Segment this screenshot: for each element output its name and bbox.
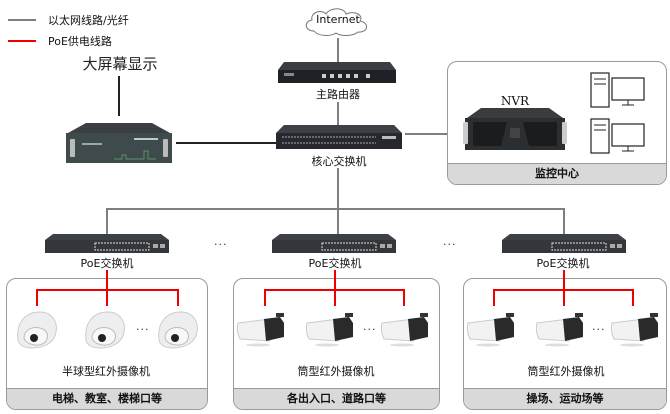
dome-camera-icon <box>85 311 125 349</box>
display-controller-icon <box>66 123 172 163</box>
nvr-icon <box>463 108 567 150</box>
poe-line <box>493 289 495 306</box>
ellipsis: ... <box>136 320 150 333</box>
camera-group-2-location: 各出入口、道路口等 <box>234 388 439 409</box>
core-down-line <box>337 168 339 208</box>
poe-line <box>106 270 108 290</box>
monitor-center-label: 监控中心 <box>448 163 666 184</box>
poe-line <box>334 270 336 290</box>
poe-line <box>264 289 266 306</box>
poe-switch-1-label: PoE交换机 <box>80 257 134 270</box>
core-switch-icon <box>276 125 402 149</box>
internet-cloud-icon <box>305 8 367 36</box>
poe2-uplink <box>337 208 339 234</box>
nvr-label: NVR <box>500 94 530 108</box>
big-screen-label: 大屏幕显示 <box>82 55 158 73</box>
poe-switch-3-label: PoE交换机 <box>536 257 590 270</box>
display-core-line <box>176 142 276 144</box>
camera-group-1-label: 半球型红外摄像机 <box>62 365 150 378</box>
bullet-camera-icon <box>535 313 583 347</box>
poe1-uplink <box>106 208 108 234</box>
poe-line <box>334 289 336 306</box>
poe-line <box>106 289 108 306</box>
poe-line <box>563 289 565 306</box>
poe-switch-icon <box>45 234 169 253</box>
bullet-camera-icon <box>380 313 428 347</box>
core-switch-label: 核心交换机 <box>311 155 367 168</box>
legend-ethernet: 以太网线路/光纤 <box>8 12 129 28</box>
poe-switch-2-label: PoE交换机 <box>308 257 362 270</box>
router-label: 主路由器 <box>316 88 360 101</box>
internet-router-line <box>337 38 339 64</box>
workstation-icon <box>590 72 645 108</box>
poe-line <box>36 289 38 306</box>
legend-poe: PoE供电线路 <box>8 33 112 49</box>
router-icon <box>278 62 396 83</box>
core-nvr-line <box>405 133 455 135</box>
ellipsis: ... <box>214 235 228 248</box>
legend-red-swatch <box>8 40 36 42</box>
legend-gray-swatch <box>8 19 36 21</box>
ellipsis: ... <box>592 320 606 333</box>
poe-line <box>403 289 405 306</box>
camera-group-1-location: 电梯、教室、楼梯口等 <box>7 388 207 409</box>
poe-line <box>177 289 179 306</box>
bullet-camera-icon <box>236 313 284 347</box>
internet-label: Internet <box>316 13 360 26</box>
distribution-bus-line <box>106 208 565 210</box>
workstation-icon <box>590 118 645 154</box>
legend-poe-label: PoE供电线路 <box>48 35 112 48</box>
dome-camera-icon <box>17 311 57 349</box>
ellipsis: ... <box>363 320 377 333</box>
ellipsis: ... <box>443 235 457 248</box>
camera-group-3-label: 筒型红外摄像机 <box>527 365 605 378</box>
poe-switch-icon <box>502 234 626 253</box>
poe-line <box>563 270 565 290</box>
bullet-camera-icon <box>305 313 353 347</box>
bullet-camera-icon <box>610 313 658 347</box>
poe-line <box>632 289 634 306</box>
dome-camera-icon <box>158 311 198 349</box>
poe3-uplink <box>563 208 565 234</box>
router-core-line <box>337 102 339 126</box>
bullet-camera-icon <box>466 313 514 347</box>
poe-switch-icon <box>272 234 396 253</box>
camera-group-2-label: 筒型红外摄像机 <box>297 365 375 378</box>
legend-ethernet-label: 以太网线路/光纤 <box>48 14 129 27</box>
screen-display-line <box>118 76 120 116</box>
camera-group-3-location: 操场、运动场等 <box>464 388 666 409</box>
